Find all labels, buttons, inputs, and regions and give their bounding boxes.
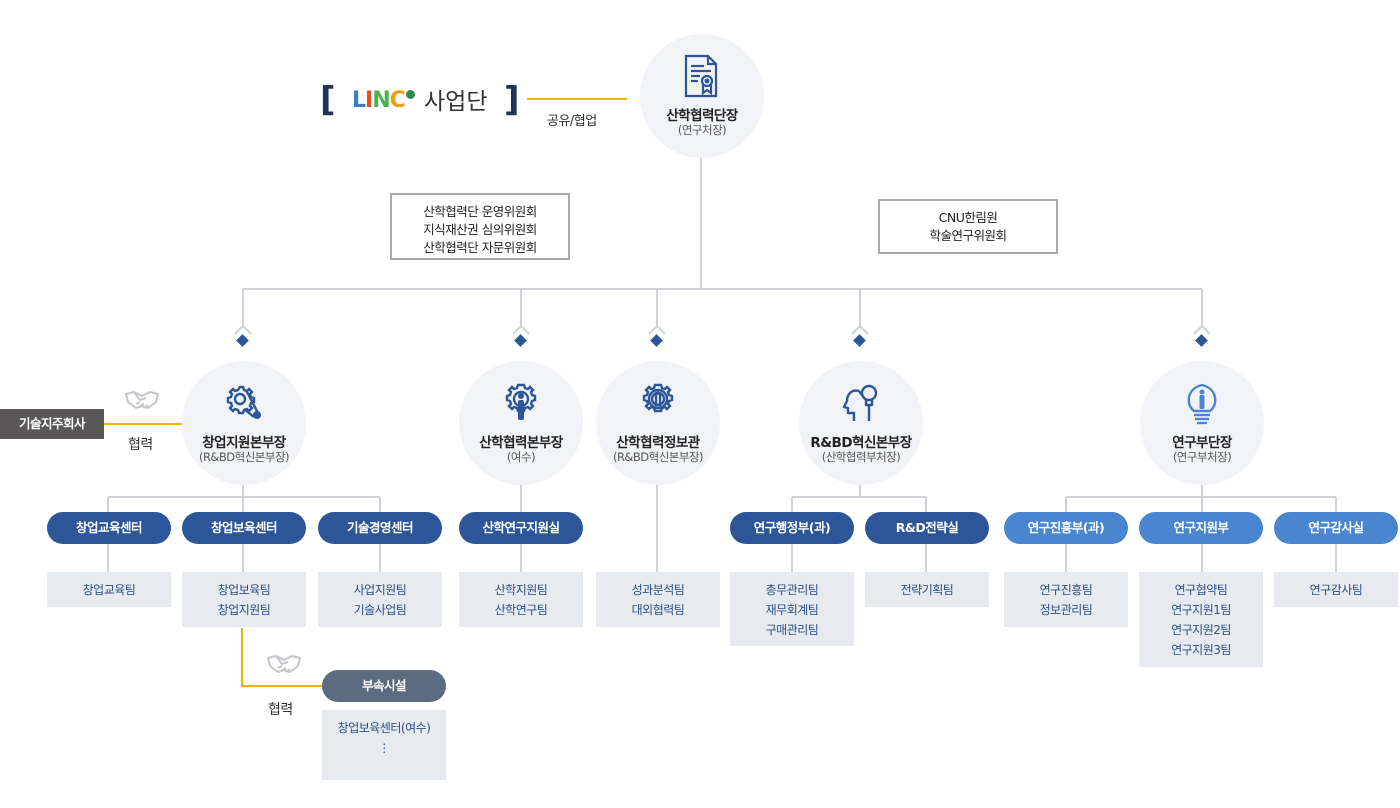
committee-item: 학술연구위원회 — [929, 228, 1007, 243]
team-item[interactable]: 총무관리팀 — [765, 583, 819, 597]
head-node[interactable]: 산학협력단장 (연구처장) — [640, 34, 764, 158]
lightbulb-person-icon — [1187, 383, 1217, 425]
team-item[interactable]: 구매관리팀 — [765, 623, 819, 637]
division-subtitle: (여수) — [506, 450, 536, 464]
team-box: 연구감사팀 — [1274, 572, 1398, 607]
team-item[interactable]: 연구지원3팀 — [1171, 643, 1231, 657]
linc-name: 사업단 — [424, 89, 488, 115]
team-box: 연구진흥팀 정보관리팀 — [1004, 572, 1128, 627]
certificate-icon — [684, 54, 718, 98]
division-title: 창업지원본부장 — [202, 435, 286, 451]
team-box: 총무관리팀 재무회계팀 구매관리팀 — [730, 572, 854, 646]
chevron — [234, 324, 252, 335]
division-subtitle: (연구부처장) — [1172, 450, 1232, 464]
division-node-cooperation[interactable]: 산학협력본부장 (여수) — [459, 361, 583, 485]
unit-pill[interactable]: 기술경영센터 — [318, 512, 442, 544]
committee-item: 산학협력단 자문위원회 — [423, 240, 537, 255]
unit-pill[interactable]: 연구진흥부(과) — [1004, 512, 1128, 544]
division-node-startup[interactable]: 창업지원본부장 (R&BD혁신본부장) — [182, 361, 306, 485]
team-item[interactable]: 사업지원팀 — [353, 583, 407, 597]
bracket-close: ] — [504, 80, 520, 120]
committee-box-left: 산학협력단 운영위원회 지식재산권 심의위원회 산학협력단 자문위원회 — [390, 193, 570, 260]
facility-cooperation-line — [241, 628, 322, 687]
facility-box: 창업보육센터(여수) ⋮ — [322, 710, 446, 780]
division-title: 산학협력본부장 — [479, 435, 563, 451]
team-item[interactable]: 연구진흥팀 — [1039, 583, 1093, 597]
chevron — [851, 324, 869, 335]
team-item[interactable]: 대외협력팀 — [631, 603, 685, 617]
team-box: 산학지원팀 산학연구팀 — [459, 572, 583, 627]
head-subtitle: (연구처장) — [677, 123, 727, 137]
division-node-information[interactable]: 산학협력정보관 (R&BD혁신본부장) — [596, 361, 720, 485]
bracket-open: [ — [320, 80, 336, 120]
unit-pill[interactable]: 창업보육센터 — [182, 512, 306, 544]
facility-relation-label: 협력 — [268, 702, 293, 718]
team-item[interactable]: 연구지원1팀 — [1171, 603, 1231, 617]
team-item[interactable]: 정보관리팀 — [1039, 603, 1093, 617]
division-node-rbd[interactable]: R&BD혁신본부장 (산학협력부처장) — [799, 361, 923, 485]
committee-item: CNU한림원 — [938, 210, 998, 225]
committee-box-right: CNU한림원 학술연구위원회 — [878, 199, 1058, 254]
team-item[interactable]: 연구감사팀 — [1309, 583, 1363, 597]
team-item[interactable]: 연구협약팀 — [1174, 583, 1228, 597]
team-item[interactable]: 산학연구팀 — [494, 603, 548, 617]
globe-icon — [406, 90, 415, 99]
unit-pill[interactable]: 창업교육센터 — [47, 512, 171, 544]
team-box: 전략기획팀 — [865, 572, 989, 607]
team-item[interactable]: 연구지원2팀 — [1171, 623, 1231, 637]
company-relation-label: 협력 — [128, 437, 153, 453]
holding-company-box[interactable]: 기술지주회사 — [0, 409, 104, 439]
committee-item: 산학협력단 운영위원회 — [423, 204, 537, 219]
handshake-icon — [125, 391, 159, 409]
team-box: 창업보육팀 창업지원팀 — [182, 572, 306, 627]
team-box: 연구협약팀 연구지원1팀 연구지원2팀 연구지원3팀 — [1139, 572, 1263, 667]
facility-pill[interactable]: 부속시설 — [322, 670, 446, 702]
unit-pill[interactable]: 연구지원부 — [1139, 512, 1263, 544]
unit-pill[interactable]: 연구행정부(과) — [730, 512, 854, 544]
committee-item: 지식재산권 심의위원회 — [423, 222, 537, 237]
team-box: 사업지원팀 기술사업팀 — [318, 572, 442, 627]
team-item[interactable]: 창업지원팀 — [217, 603, 271, 617]
facility-item[interactable]: 창업보육센터(여수) — [337, 721, 431, 735]
division-subtitle: (산학협력부처장) — [821, 450, 901, 464]
division-subtitle: (R&BD혁신본부장) — [612, 450, 704, 464]
team-item[interactable]: 전략기획팀 — [900, 583, 954, 597]
unit-pill[interactable]: 산학연구지원실 — [459, 512, 583, 544]
division-title: 연구부단장 — [1172, 435, 1232, 451]
team-item[interactable]: 성과분석팀 — [631, 583, 685, 597]
linc-relation-label: 공유/협업 — [547, 114, 597, 129]
division-node-research[interactable]: 연구부단장 (연구부처장) — [1140, 361, 1264, 485]
chevron — [512, 324, 530, 335]
chevron — [1193, 324, 1211, 335]
linc-logo: [ LINC 사업단 ] — [320, 80, 520, 124]
gear-chain-icon — [226, 385, 261, 419]
team-item[interactable]: 창업보육팀 — [217, 583, 271, 597]
handshake-icon — [267, 655, 301, 673]
unit-pill[interactable]: R&D전략실 — [865, 512, 989, 544]
team-box: 창업교육팀 — [47, 572, 171, 607]
team-item[interactable]: 창업교육팀 — [82, 583, 136, 597]
division-title: 산학협력정보관 — [616, 435, 700, 451]
head-title: 산학협력단장 — [666, 108, 738, 124]
team-item[interactable]: 산학지원팀 — [494, 583, 548, 597]
linc-logo-text: LINC — [352, 88, 406, 113]
chevron — [648, 324, 666, 335]
team-item[interactable]: 기술사업팀 — [353, 603, 407, 617]
head-bulb-icon — [842, 384, 878, 421]
team-item[interactable]: 재무회계팀 — [765, 603, 819, 617]
team-box: 성과분석팀 대외협력팀 — [596, 572, 720, 627]
gear-target-icon — [642, 383, 674, 413]
division-title: R&BD혁신본부장 — [810, 435, 912, 451]
unit-pill[interactable]: 연구감사실 — [1274, 512, 1398, 544]
gear-person-icon — [505, 383, 537, 420]
division-subtitle: (R&BD혁신본부장) — [198, 450, 290, 464]
ellipsis-icon: ⋮ — [378, 741, 390, 755]
